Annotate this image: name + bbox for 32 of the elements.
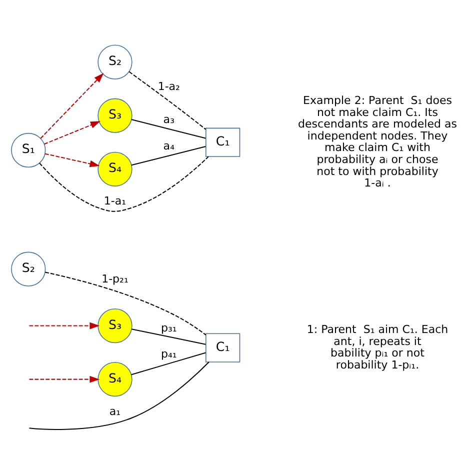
node-circle: S₂ [11,251,46,286]
connector [29,361,210,430]
label: 1: Parent S₁ aim C₁. Each ant, i, repeats it bability pᵢ₁ or not robability 1-pᵢ₁. [306,322,448,371]
edge-label: 1-a₁ [104,194,126,208]
arrow [44,120,100,144]
arrow [29,322,100,329]
connector [131,118,206,138]
arrow [40,72,104,138]
node-circle: S₃ [98,98,132,132]
edge-label: a₄ [163,139,174,152]
edge-label: a₁ [109,404,121,418]
connector [39,156,209,212]
node-circle: S₄ [98,151,132,186]
connector [131,352,206,375]
node-box: C₁ [206,332,240,362]
edge-label: 1-a₂ [158,79,180,92]
arrow [29,375,100,382]
connector [131,146,206,166]
edge-label: p₄₁ [160,346,177,360]
connector [132,328,206,344]
edge-label: a₃ [163,112,174,126]
arrow [44,152,100,167]
connector [128,70,206,130]
node-box: C₁ [206,127,240,156]
node-circle: S₄ [98,362,132,396]
edge-label: 1-p₂₁ [102,272,128,286]
connector [45,271,206,335]
edge-label: p₃₁ [160,320,177,334]
label: Example 2: Parent S₁ does not make claim C₁. Its descendants are modeled as independent nodes. They make claim C₁ with probability aᵢ or chose not to with probability 1-aᵢ . [298,93,458,190]
node-circle: S₁ [11,132,46,168]
node-circle: S₂ [98,44,132,79]
node-circle: S₃ [98,308,132,343]
